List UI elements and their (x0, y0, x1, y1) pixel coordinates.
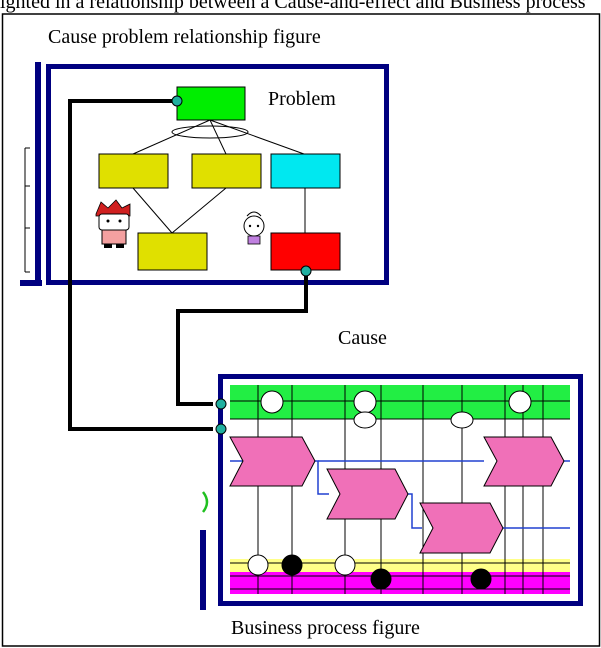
connector-lines (68, 95, 312, 435)
business-diagram-frame (200, 374, 583, 610)
cause-label: Cause (338, 327, 387, 349)
process-step-4 (483, 436, 565, 487)
business-dot-top (215, 398, 227, 410)
sub-cause-box-4 (137, 232, 208, 271)
business-diagram-title: Business process figure (231, 617, 420, 639)
problem-label: Problem (268, 88, 336, 110)
cause-connector (176, 271, 308, 406)
cause-box (270, 232, 341, 271)
cause-diagram-content (98, 86, 341, 271)
process-step-2 (326, 468, 409, 520)
child-figure-icon (243, 211, 265, 245)
problem-box (176, 86, 246, 121)
clipped-header-text: ighted in a relationship between a Cause… (0, 0, 586, 13)
sub-cause-box-3 (270, 153, 341, 189)
problem-dot (171, 95, 183, 107)
sub-cause-box-1 (98, 153, 169, 189)
cause-diagram-title: Cause problem relationship figure (48, 26, 321, 48)
process-step-1 (229, 436, 316, 487)
problem-connector (68, 99, 213, 431)
cause-dot (300, 265, 312, 277)
business-diagram-content (229, 385, 570, 594)
page-frame (1, 13, 601, 647)
business-dot-bottom (215, 423, 227, 435)
sub-cause-box-2 (191, 153, 262, 189)
worker-figure-icon (95, 199, 131, 248)
cause-diagram-frame (20, 62, 389, 286)
process-step-3 (419, 502, 504, 554)
